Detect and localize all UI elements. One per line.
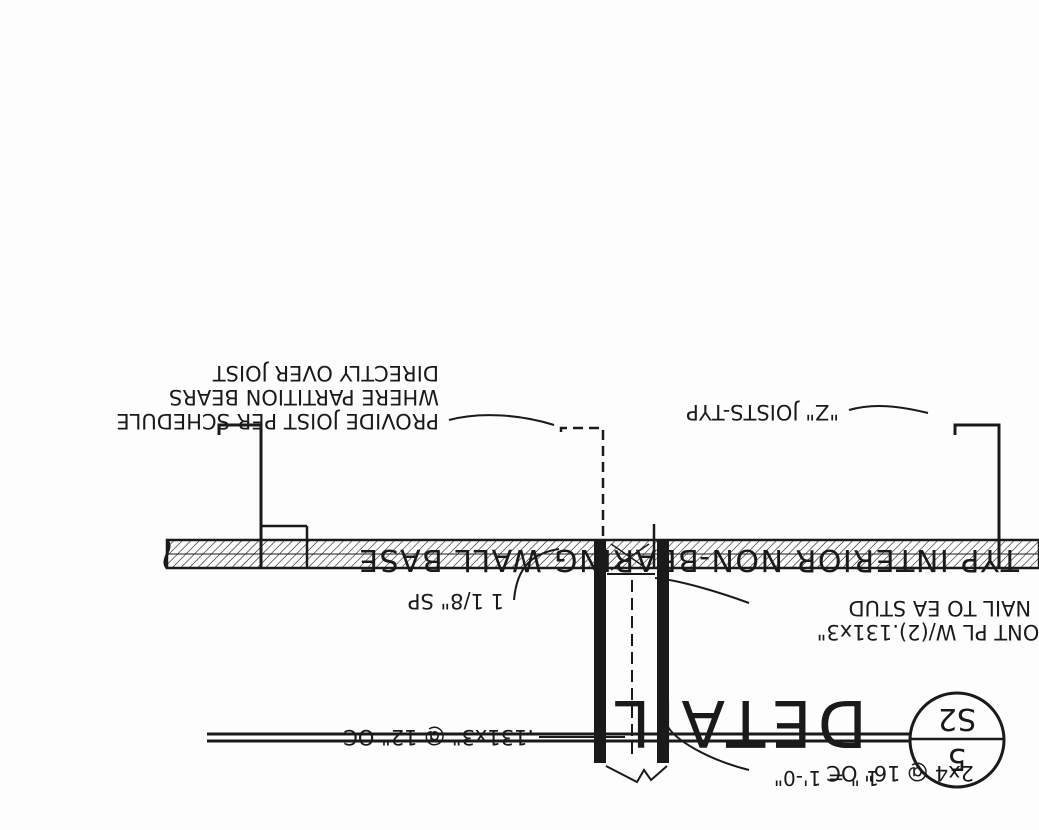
note-plate-nailing: CONT PL W/(2).131x3" D NAIL TO EA STUD [817,596,1039,644]
note-studs: 2x4 @ 16" OC [826,761,974,785]
note-provide-joist-line-2: WHERE PARTITION BEARS [169,385,439,409]
partition-wall [594,539,669,784]
detail-title: DETAIL [609,685,867,759]
note-provide-joist-line-1: PROVIDE JOIST PER SCHEDULE [116,409,439,433]
title-underline [207,732,910,743]
leader-lines [448,405,929,771]
provide-joist-dashed [559,426,656,568]
note-plate-nailing-line-1: CONT PL W/(2).131x3" [817,620,1039,644]
detail-callout-bubble: 5 S2 [908,691,1006,789]
note-z-joists: "Z" JOISTS-TYP [686,400,839,424]
note-sheathing: 1 1/8" SP [408,589,504,613]
detail-number: 5 [947,741,966,776]
z-joist-right [217,423,309,568]
z-joist-left [953,423,1001,568]
note-stud-nailing: .131x3" @ 12" OC [343,725,534,749]
note-provide-joist-line-3: DIRECTLY OVER JOIST [213,361,439,385]
detail-scale: 1 " = 1'-0" [774,766,879,790]
note-provide-joist: PROVIDE JOIST PER SCHEDULE WHERE PARTITI… [116,361,439,433]
detail-sheet: S2 [938,701,976,736]
note-plate-nailing-line-2: D NAIL TO EA STUD [848,596,1039,620]
